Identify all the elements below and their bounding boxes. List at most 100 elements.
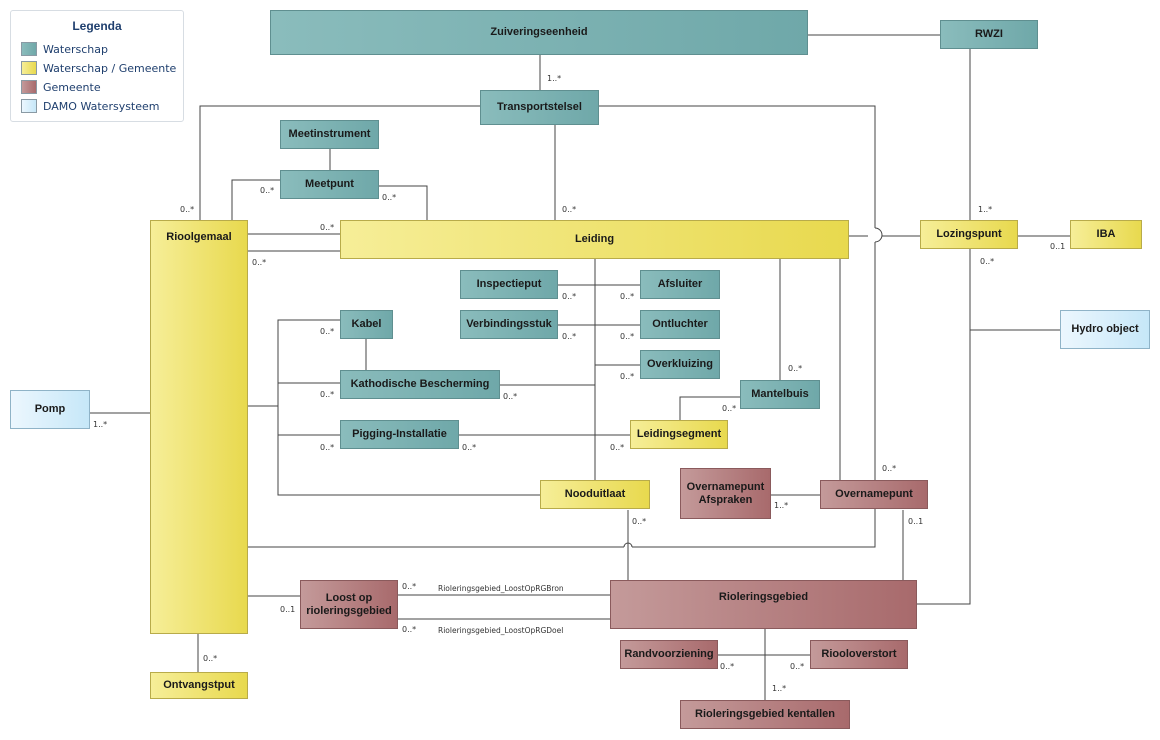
label-verbindingsstuk: Verbindingsstuk: [466, 318, 552, 330]
entity-inspectieput[interactable]: Inspectieput: [460, 270, 558, 299]
label-rioleringsgebied: Rioleringsgebied: [718, 591, 809, 603]
entity-transportstelsel[interactable]: Transportstelsel: [480, 90, 599, 125]
label-kathodische-bescherming: Kathodische Bescherming: [350, 378, 490, 390]
label-ontvangstput: Ontvangstput: [163, 679, 235, 691]
entity-overnamepunt-afspraken[interactable]: Overnamepunt Afspraken: [680, 468, 771, 519]
entity-verbindingsstuk[interactable]: Verbindingsstuk: [460, 310, 558, 339]
entity-rioolgemaal[interactable]: Rioolgemaal: [150, 220, 248, 634]
entity-zuiveringseenheid[interactable]: Zuiveringseenheid: [270, 10, 808, 55]
multiplicity-label: 0..*: [980, 257, 995, 266]
multiplicity-label: 0..1: [1050, 242, 1066, 251]
entity-rioleringsgebied-kentallen[interactable]: Rioleringsgebied kentallen: [680, 700, 850, 729]
entity-nooduitlaat[interactable]: Nooduitlaat: [540, 480, 650, 509]
entity-iba[interactable]: IBA: [1070, 220, 1142, 249]
multiplicity-label: 0..*: [203, 654, 218, 663]
multiplicity-label: 0..*: [722, 404, 737, 413]
relation-label-doel: Rioleringsgebied_LoostOpRGDoel: [438, 626, 564, 635]
label-mantelbuis: Mantelbuis: [751, 388, 809, 400]
label-afsluiter: Afsluiter: [657, 278, 703, 290]
line-trans-loop: [248, 105, 876, 548]
label-transportstelsel: Transportstelsel: [497, 101, 582, 113]
entity-loost-op-rioleringsgebied[interactable]: Loost op rioleringsgebied: [300, 580, 398, 629]
legend-swatch-damo: [21, 99, 37, 113]
entity-overkluizing[interactable]: Overkluizing: [640, 350, 720, 379]
entity-randvoorziening[interactable]: Randvoorziening: [620, 640, 718, 669]
multiplicity-label: 0..*: [462, 443, 477, 452]
legend-item-damo: DAMO Watersysteem: [21, 98, 160, 114]
legend-swatch-waterschap: [21, 42, 37, 56]
entity-hydro-object[interactable]: Hydro object: [1060, 310, 1150, 349]
multiplicity-label: 1..*: [547, 74, 562, 83]
legend-label: Waterschap: [43, 42, 108, 56]
label-overkluizing: Overkluizing: [646, 358, 714, 370]
legend-item-waterschap-gemeente: Waterschap / Gemeente: [21, 60, 176, 76]
multiplicity-label: 0..*: [320, 443, 335, 452]
label-rwzi: RWZI: [975, 28, 1003, 40]
entity-leidingsegment[interactable]: Leidingsegment: [630, 420, 728, 449]
label-rioolgemaal: Rioolgemaal: [166, 231, 232, 243]
multiplicity-label: 0..*: [382, 193, 397, 202]
entity-kabel[interactable]: Kabel: [340, 310, 393, 339]
label-pigging-installatie: Pigging-Installatie: [352, 428, 447, 440]
multiplicity-label: 0..*: [320, 223, 335, 232]
entity-mantelbuis[interactable]: Mantelbuis: [740, 380, 820, 409]
entity-lozingspunt[interactable]: Lozingspunt: [920, 220, 1018, 249]
legend: Legenda Waterschap Waterschap / Gemeente…: [10, 10, 184, 122]
multiplicity-label: 0..*: [402, 582, 417, 591]
multiplicity-label: 0..*: [620, 332, 635, 341]
legend-title: Legenda: [72, 19, 122, 33]
label-randvoorziening: Randvoorziening: [624, 648, 714, 660]
label-kabel: Kabel: [351, 318, 382, 330]
multiplicity-label: 0..*: [620, 292, 635, 301]
legend-label: Waterschap / Gemeente: [43, 61, 177, 75]
line-lozingspunt-rioleringsgebied: [917, 249, 971, 605]
label-lozingspunt: Lozingspunt: [936, 228, 1002, 240]
multiplicity-label: 1..*: [774, 501, 789, 510]
legend-swatch-gemeente: [21, 80, 37, 94]
multiplicity-label: 0..*: [882, 464, 897, 473]
label-riooloverstort: Riooloverstort: [821, 648, 897, 660]
multiplicity-label: 0..*: [720, 662, 735, 671]
multiplicity-label: 0..*: [252, 258, 267, 267]
multiplicity-label: 1..*: [772, 684, 787, 693]
multiplicity-label: 0..*: [610, 443, 625, 452]
legend-swatch-waterschap-gemeente: [21, 61, 37, 75]
multiplicity-label: 0..*: [180, 205, 195, 214]
multiplicity-label: 1..*: [978, 205, 993, 214]
multiplicity-label: 0..*: [562, 332, 577, 341]
multiplicity-label: 0..*: [320, 390, 335, 399]
line-rg-kabel: [248, 319, 340, 407]
multiplicity-label: 0..*: [562, 205, 577, 214]
line-meetpunt-leiding: [379, 185, 428, 220]
legend-item-gemeente: Gemeente: [21, 79, 101, 95]
label-loost-op-rioleringsgebied: Loost op rioleringsgebied: [306, 591, 392, 617]
entity-afsluiter[interactable]: Afsluiter: [640, 270, 720, 299]
entity-rioleringsgebied[interactable]: Rioleringsgebied: [610, 580, 917, 629]
entity-leiding[interactable]: Leiding: [340, 220, 849, 259]
entity-ontluchter[interactable]: Ontluchter: [640, 310, 720, 339]
entity-pigging-installatie[interactable]: Pigging-Installatie: [340, 420, 459, 449]
legend-label: DAMO Watersysteem: [43, 99, 160, 113]
label-overnamepunt: Overnamepunt: [835, 488, 913, 500]
legend-label: Gemeente: [43, 80, 101, 94]
multiplicity-label: 0..*: [402, 625, 417, 634]
label-ontluchter: Ontluchter: [652, 318, 708, 330]
entity-pomp[interactable]: Pomp: [10, 390, 90, 429]
label-nooduitlaat: Nooduitlaat: [564, 488, 626, 500]
multiplicity-label: 1..*: [93, 420, 108, 429]
label-meetinstrument: Meetinstrument: [288, 128, 371, 140]
multiplicity-label: 0..*: [320, 327, 335, 336]
entity-kathodische-bescherming[interactable]: Kathodische Bescherming: [340, 370, 500, 399]
multiplicity-label: 0..*: [788, 364, 803, 373]
label-zuiveringseenheid: Zuiveringseenheid: [490, 26, 588, 38]
label-leidingsegment: Leidingsegment: [636, 428, 722, 440]
line-rg-nooduitlaat: [277, 406, 540, 496]
entity-meetinstrument[interactable]: Meetinstrument: [280, 120, 379, 149]
entity-ontvangstput[interactable]: Ontvangstput: [150, 672, 248, 699]
entity-overnamepunt[interactable]: Overnamepunt: [820, 480, 928, 509]
entity-meetpunt[interactable]: Meetpunt: [280, 170, 379, 199]
multiplicity-label: 0..1: [280, 605, 296, 614]
entity-rwzi[interactable]: RWZI: [940, 20, 1038, 49]
multiplicity-label: 0..*: [632, 517, 647, 526]
entity-riooloverstort[interactable]: Riooloverstort: [810, 640, 908, 669]
